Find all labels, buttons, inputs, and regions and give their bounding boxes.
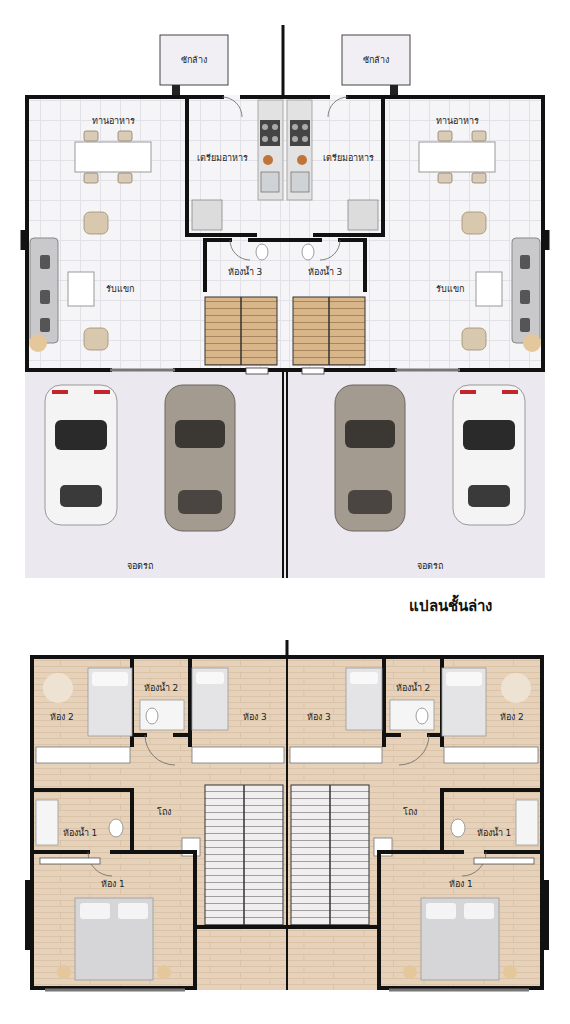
room-name: ห้องน้ำ 1 xyxy=(477,828,512,839)
room-name: ห้องน้ำ 2 xyxy=(396,683,431,694)
room-name: ห้อง 2 xyxy=(50,712,74,723)
laundry: ซักล้าง xyxy=(181,55,207,66)
room-name: จอดรถ xyxy=(417,561,443,572)
room-name: เตรียมอาหาร xyxy=(197,153,248,164)
party-wall xyxy=(286,640,289,655)
ground-floor-right xyxy=(285,35,546,578)
plan-title: แปลนชั้นล่าง xyxy=(409,597,492,615)
room-name: รับแขก xyxy=(106,284,134,295)
upper-floor-left xyxy=(28,655,287,990)
room-name: ห้อง 3 xyxy=(243,712,267,723)
room-name: ห้องน้ำ 2 xyxy=(144,683,179,694)
room-name: ทานอาหาร xyxy=(436,116,479,127)
upper-floor-right xyxy=(287,655,546,990)
room-name: ห้อง 1 xyxy=(449,879,473,890)
room-name: ทานอาหาร xyxy=(92,116,135,127)
room-name: ห้องน้ำ 1 xyxy=(63,828,98,839)
room-name: ห้อง 1 xyxy=(101,879,125,890)
room-name: ห้องน้ำ 3 xyxy=(308,267,343,278)
room-name: ห้อง 3 xyxy=(307,712,331,723)
room-name: ห้องน้ำ 3 xyxy=(228,267,263,278)
ground-floor-left xyxy=(24,35,285,578)
laundry: ซักล้าง xyxy=(363,55,389,66)
room-name: รับแขก xyxy=(436,284,464,295)
room-name: ห้อง 2 xyxy=(500,712,524,723)
room-name: จอดรถ xyxy=(127,561,153,572)
room-name: เตรียมอาหาร xyxy=(323,153,374,164)
room-name: โถง xyxy=(403,807,417,818)
party-wall xyxy=(282,25,285,95)
room-name: โถง xyxy=(157,807,171,818)
